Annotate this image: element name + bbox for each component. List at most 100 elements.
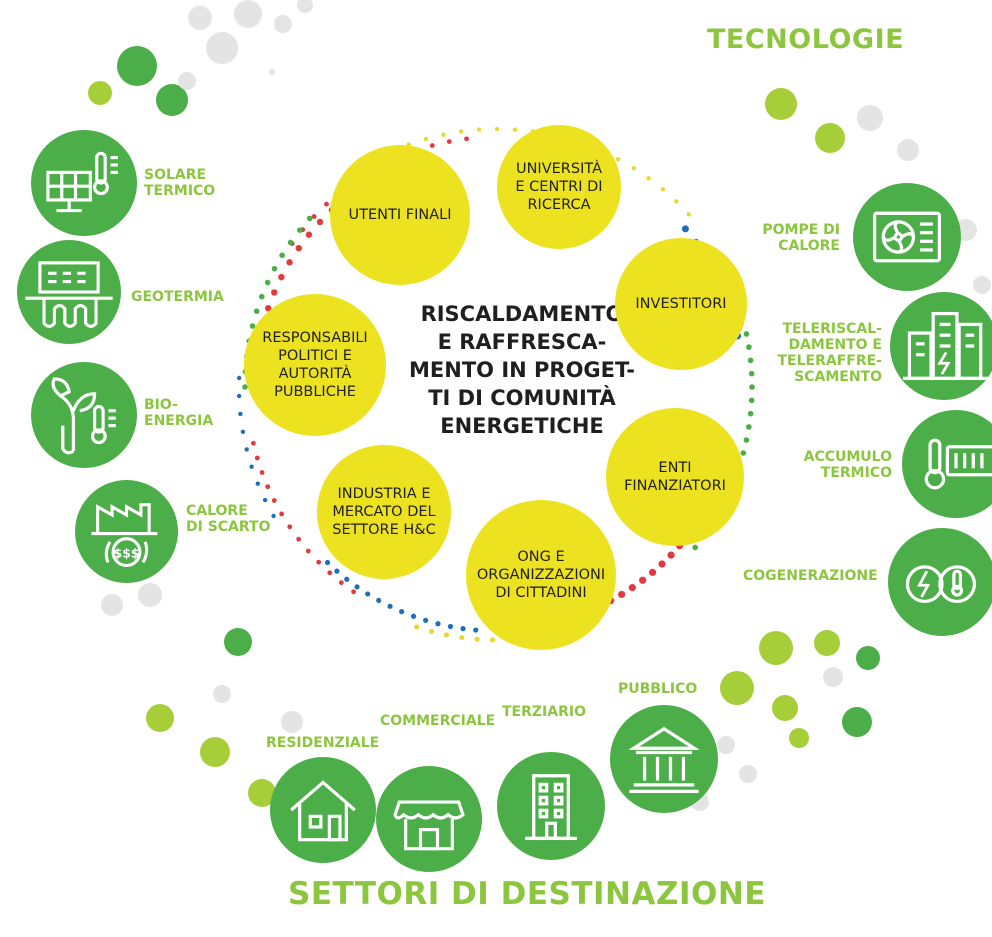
- label-solare-termico: SOLARE TERMICO: [144, 167, 216, 199]
- ring-dot: [286, 259, 293, 266]
- label-bioenergia: BIO- ENERGIA: [144, 397, 214, 429]
- ring-dot: [441, 132, 446, 137]
- house-icon: [270, 757, 376, 863]
- ring-dot: [265, 484, 271, 490]
- stakeholder-ong: ONG E ORGANIZZAZIONI DI CITTADINI: [466, 500, 616, 650]
- ring-dot: [399, 609, 405, 615]
- office-building-icon: [497, 752, 605, 860]
- ring-dot: [254, 455, 260, 461]
- public-building-icon: [610, 705, 718, 813]
- ring-dot: [646, 176, 651, 181]
- ring-dot: [681, 225, 689, 233]
- outer-decorative-dot: [765, 88, 797, 120]
- ring-dot: [324, 201, 329, 207]
- ring-dot: [236, 375, 242, 381]
- ring-dot: [446, 139, 452, 144]
- outer-decorative-dot: [857, 105, 883, 131]
- outer-decorative-dot: [88, 81, 112, 105]
- ring-dot: [746, 344, 752, 350]
- ring-dot: [667, 551, 675, 559]
- ring-dot: [305, 548, 311, 554]
- ring-dot: [351, 589, 357, 595]
- heading-settori-di-destinazione: SETTORI DI DESTINAZIONE: [288, 876, 766, 912]
- ring-dot: [464, 136, 469, 142]
- ring-dot: [238, 411, 243, 417]
- ring-dot: [279, 511, 284, 517]
- ring-dot: [316, 559, 322, 565]
- outer-decorative-dot: [739, 765, 757, 783]
- outer-decorative-dot: [117, 46, 157, 86]
- stakeholder-utenti-finali: UTENTI FINALI: [330, 145, 470, 285]
- ring-dot: [746, 424, 752, 430]
- outer-decorative-dot: [200, 737, 230, 767]
- ring-dot: [474, 636, 480, 642]
- outer-decorative-dot: [897, 139, 919, 161]
- ring-dot: [692, 544, 698, 551]
- stakeholder-responsabili: RESPONSABILI POLITICI E AUTORITÀ PUBBLIC…: [244, 294, 386, 436]
- ring-dot: [271, 289, 278, 296]
- ring-dot: [244, 447, 249, 452]
- ring-dot: [305, 231, 313, 238]
- ring-dot: [618, 590, 626, 599]
- ring-dot: [271, 498, 277, 503]
- stakeholder-universita: UNIVERSITÀ E CENTRI DI RICERCA: [497, 125, 621, 249]
- ring-dot: [253, 308, 260, 315]
- label-calore-di-scarto: CALORE DI SCARTO: [186, 503, 271, 535]
- ring-dot: [278, 273, 285, 281]
- ring-dot: [259, 470, 265, 475]
- label-commerciale: COMMERCIALE: [380, 713, 496, 729]
- ring-dot: [748, 370, 755, 377]
- ring-dot: [376, 597, 382, 604]
- ring-dot: [660, 187, 666, 192]
- stakeholder-investitori: INVESTITORI: [615, 238, 747, 370]
- outer-decorative-dot: [973, 276, 991, 294]
- ring-dot: [365, 591, 371, 597]
- ring-dot: [255, 481, 260, 486]
- ring-dot: [428, 628, 435, 634]
- ring-dot: [410, 613, 417, 619]
- solar-thermal-icon: [31, 130, 137, 236]
- outer-decorative-dot: [772, 695, 798, 721]
- label-terziario: TERZIARIO: [502, 704, 586, 720]
- ring-dot: [387, 603, 393, 609]
- outer-decorative-dot: [146, 704, 174, 732]
- center-title: RISCALDAMENTO E RAFFRESCA- MENTO IN PROG…: [409, 302, 635, 438]
- outer-decorative-dot: [856, 646, 880, 670]
- ring-dot: [354, 584, 360, 590]
- waste-heat-icon: $$$: [75, 480, 178, 583]
- ring-dot: [747, 410, 754, 417]
- ring-dot: [748, 397, 755, 404]
- ring-dot: [249, 464, 254, 469]
- ring-dot: [279, 252, 285, 259]
- ring-dot: [324, 559, 331, 566]
- shop-icon: [376, 766, 482, 872]
- cogeneration-icon: [888, 528, 992, 636]
- ring-dot: [306, 215, 313, 222]
- ring-dot: [648, 568, 657, 576]
- ring-dot: [240, 429, 246, 435]
- label-cogenerazione: COGENERAZIONE: [743, 568, 878, 584]
- label-accumulo-termico: ACCUMULO TERMICO: [803, 449, 892, 481]
- ring-dot: [316, 218, 324, 226]
- outer-decorative-dot: [269, 69, 275, 75]
- ring-dot: [423, 136, 429, 142]
- ring-dot: [743, 437, 750, 443]
- outer-decorative-dot: [101, 594, 123, 616]
- ring-dot: [459, 634, 465, 641]
- bioenergy-icon: [31, 362, 137, 468]
- outer-decorative-dot: [297, 0, 313, 13]
- ring-dot: [262, 497, 268, 503]
- outer-decorative-dot: [823, 667, 843, 687]
- ring-dot: [460, 626, 466, 632]
- ring-dot: [473, 627, 479, 633]
- ring-dot: [615, 156, 621, 162]
- ring-dot: [435, 621, 441, 627]
- ring-dot: [271, 265, 278, 272]
- ring-dot: [287, 524, 293, 530]
- label-pubblico: PUBBLICO: [618, 681, 698, 697]
- ring-dot: [674, 199, 679, 204]
- ring-dot: [494, 126, 500, 132]
- outer-decorative-dot: [138, 583, 162, 607]
- ring-dot: [740, 450, 747, 456]
